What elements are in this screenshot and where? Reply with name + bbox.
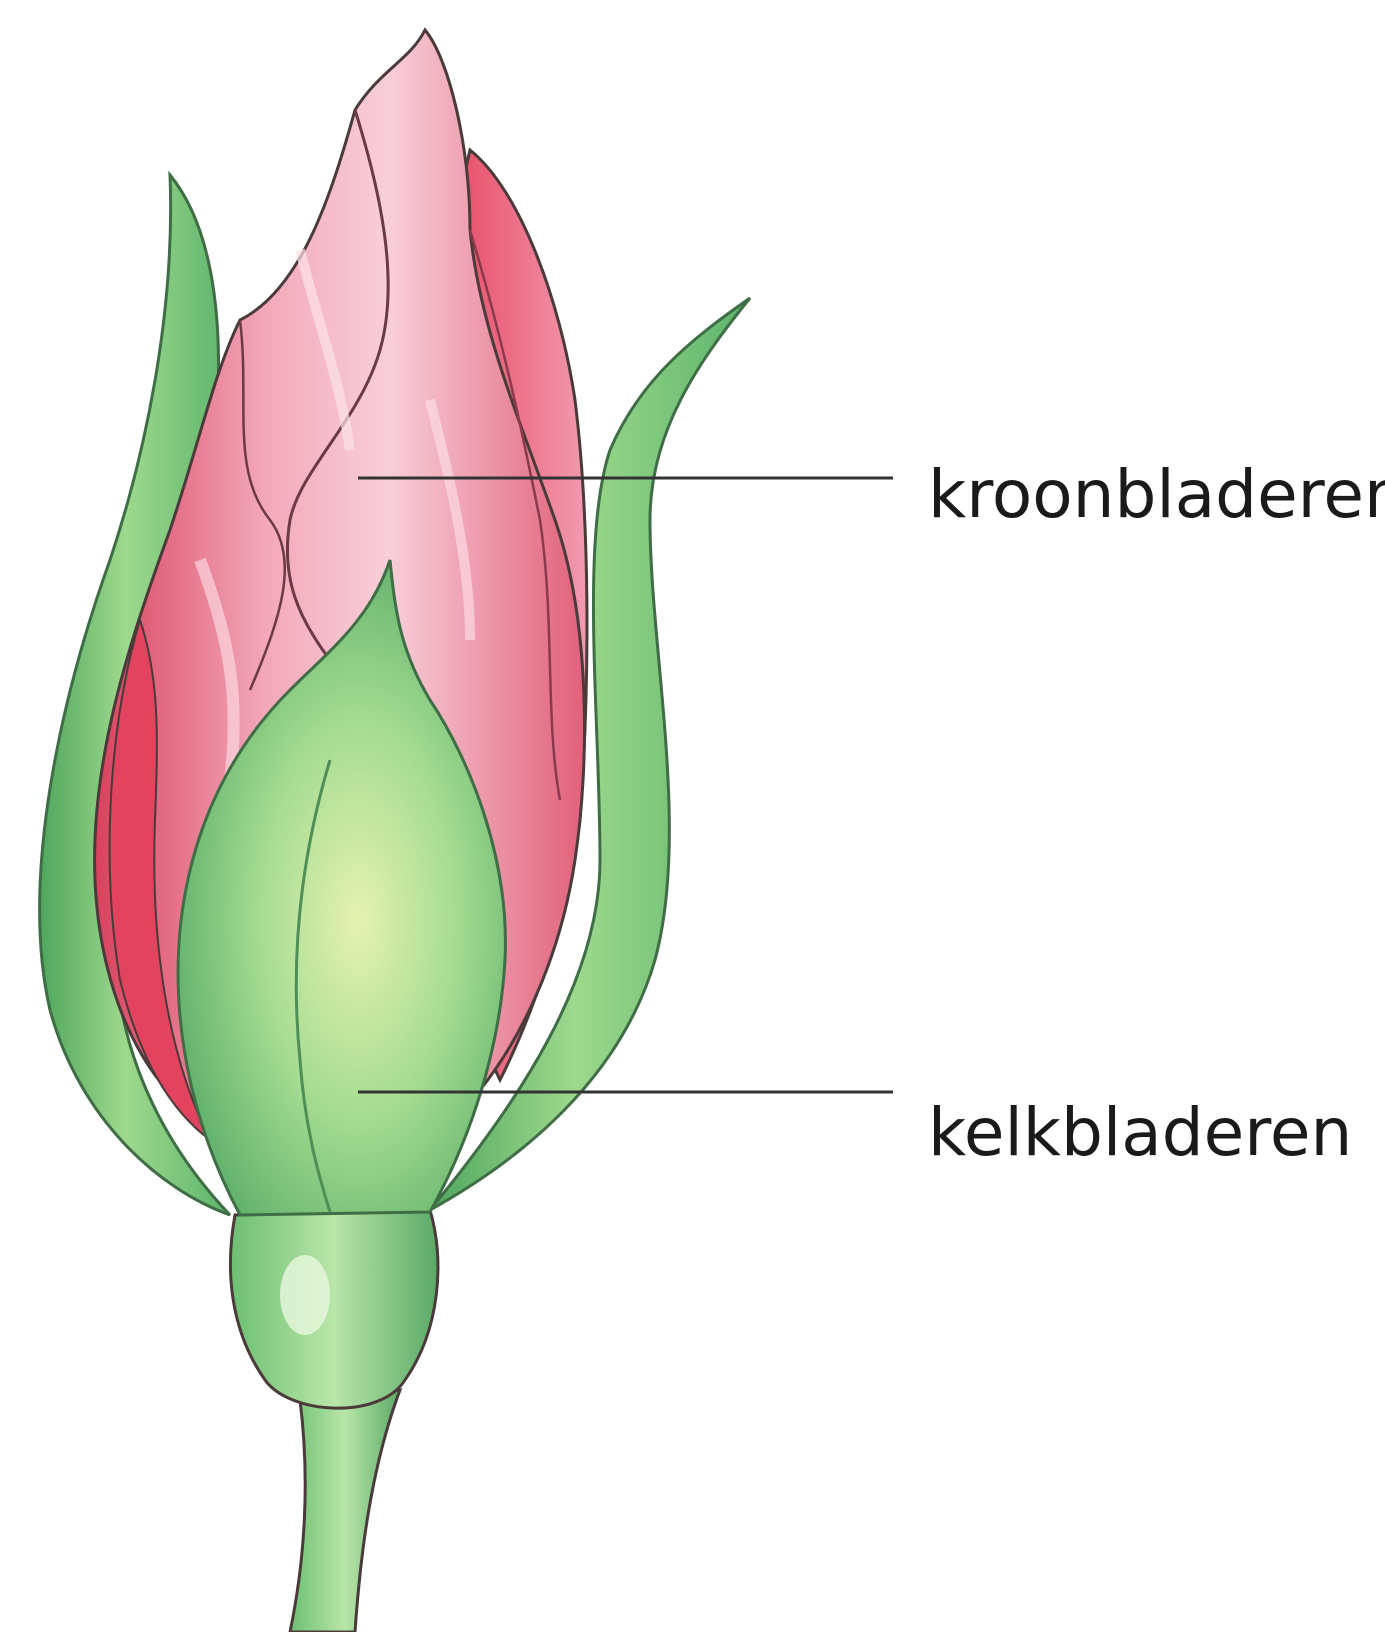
stem [290, 1390, 400, 1632]
label-sepals: kelkbladeren [928, 1100, 1352, 1166]
label-petals: kroonbladeren [928, 462, 1385, 528]
receptacle [230, 1210, 438, 1408]
